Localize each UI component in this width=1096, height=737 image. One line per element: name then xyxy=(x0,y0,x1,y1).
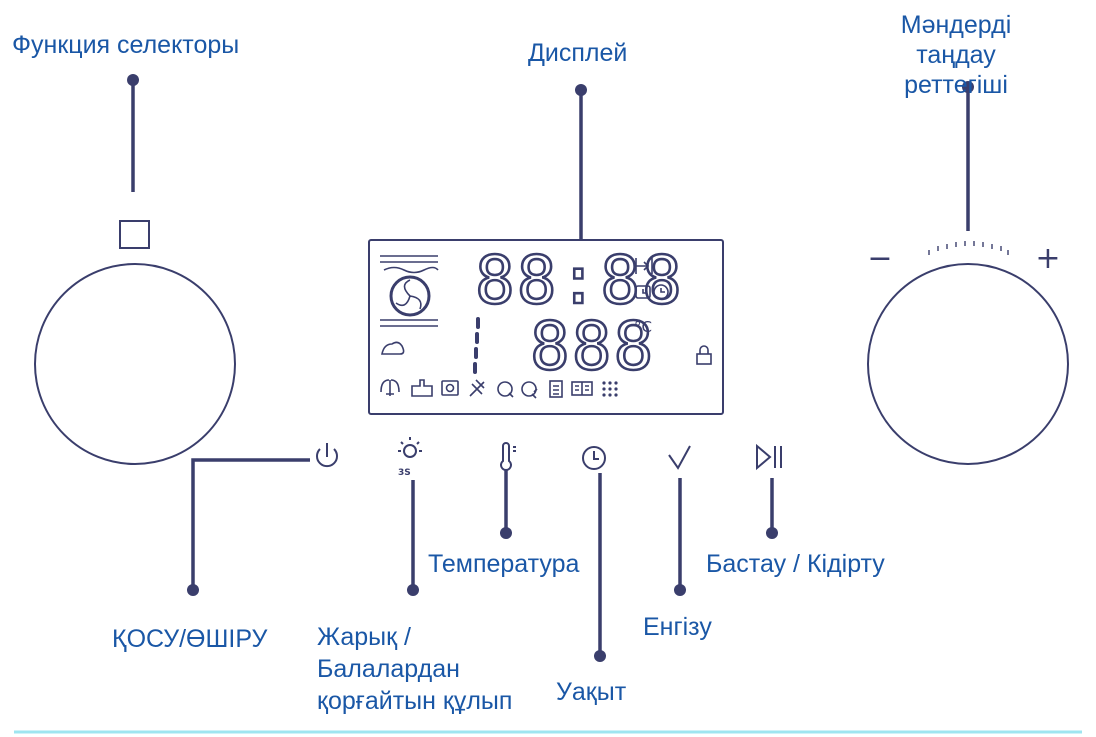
light-lock-label-line3: қорғайтын құлып xyxy=(317,687,513,715)
light-lock-label-line1: Жарық / xyxy=(317,623,411,651)
power-label: ҚОСУ/ӨШІРУ xyxy=(112,625,268,653)
display-label: Дисплей xyxy=(528,39,628,67)
display-dot xyxy=(575,84,587,96)
temperature-label: Температура xyxy=(428,550,580,578)
auto-program-icon xyxy=(441,380,459,396)
alarm-icon xyxy=(635,285,651,299)
function-selector-knob[interactable] xyxy=(34,263,236,465)
steam-icon xyxy=(381,341,405,355)
start-pause-label: Бастау / Кідірту xyxy=(706,550,885,578)
function-selector-group xyxy=(34,74,236,465)
temperature-leader xyxy=(500,470,512,539)
light-lock-icon[interactable]: 3S xyxy=(398,437,422,478)
clock-icon xyxy=(653,284,669,300)
value-selector-label-line2: реттегіші xyxy=(904,71,1008,99)
minus-sign: − xyxy=(867,241,892,276)
time-label: Уақыт xyxy=(556,678,627,706)
top-grill-icon xyxy=(521,381,538,399)
clock-readout: 88:88 xyxy=(475,242,684,319)
timer-end-icon xyxy=(635,258,653,274)
defrost-icon xyxy=(380,379,400,396)
light-lock-label: Жарық / Балалардан қорғайтын құлып xyxy=(317,621,512,717)
function-selector-label: Функция селекторы xyxy=(12,31,240,59)
plus-sign: + xyxy=(1035,241,1060,276)
play-pause-icon[interactable] xyxy=(756,443,782,471)
value-selector-scale xyxy=(928,241,1009,255)
clock-icon[interactable] xyxy=(582,446,606,470)
display-screen xyxy=(368,239,724,415)
keep-warm-icon xyxy=(411,379,433,397)
value-selector-group: − + xyxy=(867,81,1069,465)
fan-icon xyxy=(380,255,439,327)
power-leader xyxy=(187,458,310,596)
svg-text:3S: 3S xyxy=(398,468,411,478)
bake-icon xyxy=(469,379,485,397)
grill-icon xyxy=(497,381,514,398)
dots-grid-icon xyxy=(602,381,618,397)
lock-icon xyxy=(696,345,712,365)
thermometer-icon[interactable] xyxy=(500,442,516,471)
start-pause-leader xyxy=(766,478,778,539)
recipe-icon xyxy=(549,380,563,398)
temperature-readout: 888 xyxy=(530,308,655,385)
light-lock-label-line2: Балалардан xyxy=(317,655,460,683)
time-leader xyxy=(594,473,606,662)
book-icon xyxy=(571,381,593,396)
value-selector-label-line1: Мәндерді таңдау xyxy=(900,11,1012,69)
power-icon[interactable] xyxy=(316,443,338,468)
function-selector-marker xyxy=(119,220,150,249)
check-icon[interactable] xyxy=(668,445,691,470)
function-selector-dot xyxy=(127,74,139,86)
temperature-unit: °C xyxy=(634,318,652,336)
display-group: 88:88 888 °C xyxy=(368,84,724,415)
light-lock-leader xyxy=(407,480,419,596)
display-icon-row xyxy=(380,379,618,399)
value-selector-dot xyxy=(962,81,974,93)
enter-label: Енгізу xyxy=(643,613,712,641)
level-indicator xyxy=(473,317,480,374)
enter-leader xyxy=(674,478,686,596)
value-selector-knob[interactable] xyxy=(867,263,1069,465)
value-selector-label: Мәндерді таңдау реттегіші xyxy=(861,10,1051,100)
